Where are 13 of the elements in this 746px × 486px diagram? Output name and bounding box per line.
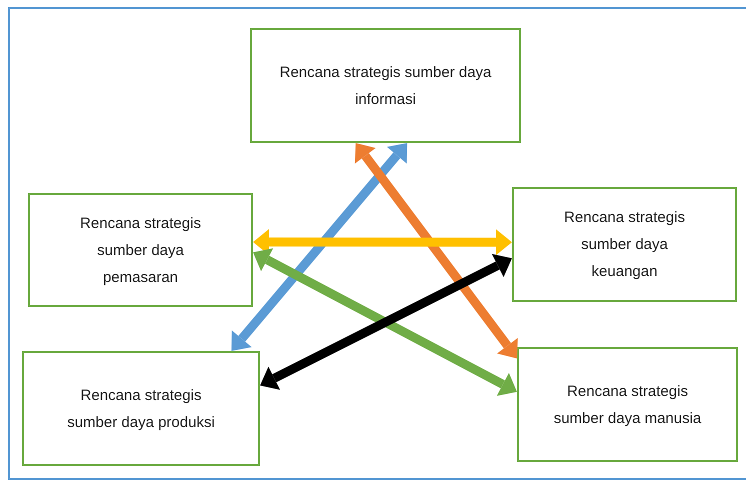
process-box — [28, 193, 253, 307]
box-label: Rencana strategis sumber daya pemasaran — [79, 214, 202, 288]
double-arrow — [354, 143, 518, 358]
process-box — [22, 351, 260, 466]
box-label: Rencana strategis sumber daya keuangan — [563, 208, 686, 282]
box-label: Rencana strategis sumber daya informasi — [278, 62, 492, 110]
double-arrow — [253, 229, 512, 256]
process-box — [512, 187, 737, 302]
box-label: Rencana strategis sumber daya manusia — [552, 382, 702, 428]
double-arrow — [231, 143, 408, 351]
process-box — [250, 28, 521, 143]
process-box — [517, 347, 738, 462]
box-label: Rencana strategis sumber daya produksi — [66, 386, 216, 432]
